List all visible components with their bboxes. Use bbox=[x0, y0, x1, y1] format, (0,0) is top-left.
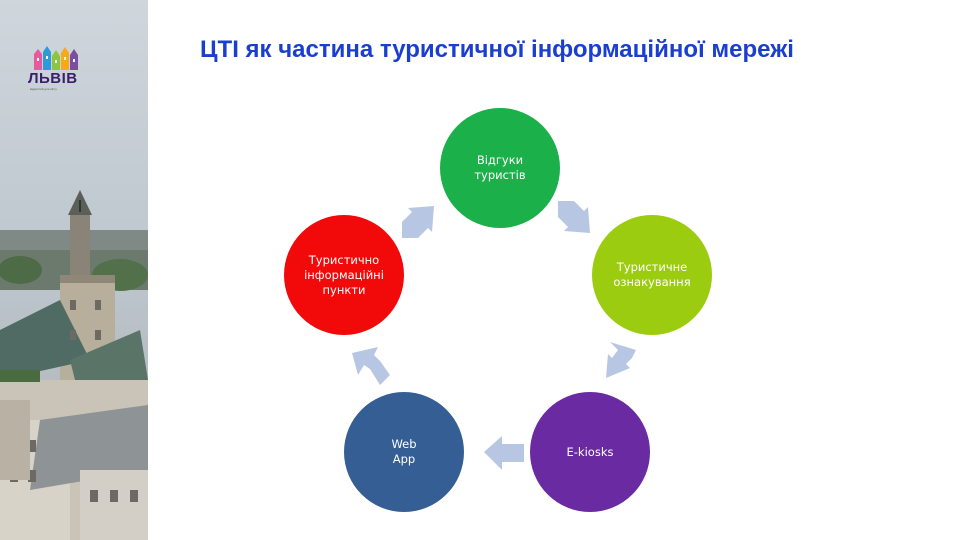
node-label: Відгуки туристів bbox=[474, 153, 525, 183]
node-label: E-kiosks bbox=[567, 445, 614, 460]
node-tourist-feedback: Відгуки туристів bbox=[440, 108, 560, 228]
node-label: Web App bbox=[391, 437, 416, 467]
logo-wordmark: ЛЬВІВ bbox=[28, 70, 86, 87]
logo-tagline: відкритий для світу bbox=[30, 87, 86, 91]
lviv-logo-buildings-icon bbox=[32, 44, 82, 70]
arrow-webapp-to-tic bbox=[350, 345, 396, 389]
arrow-shape bbox=[352, 347, 390, 385]
arrow-shape bbox=[402, 206, 434, 238]
arrow-ekiosks-to-webapp bbox=[480, 432, 526, 474]
arrow-shape bbox=[484, 436, 524, 470]
node-tourist-info-points: Туристично інформаційні пункти bbox=[284, 215, 404, 335]
arrow-signage-to-ekiosks bbox=[596, 338, 640, 382]
arrow-feedback-to-signage bbox=[554, 197, 596, 239]
arrow-shape bbox=[606, 342, 636, 378]
node-web-app: Web App bbox=[344, 392, 464, 512]
node-tourist-signage: Туристичне ознакування bbox=[592, 215, 712, 335]
slide-title: ЦТІ як частина туристичної інформаційної… bbox=[200, 36, 920, 64]
arrow-shape bbox=[558, 201, 590, 233]
arrow-tic-to-feedback bbox=[398, 200, 440, 242]
lviv-logo: ЛЬВІВ відкритий для світу bbox=[28, 44, 86, 94]
node-label: Туристичне ознакування bbox=[613, 260, 690, 290]
node-ekiosks: E-kiosks bbox=[530, 392, 650, 512]
node-label: Туристично інформаційні пункти bbox=[304, 253, 384, 298]
